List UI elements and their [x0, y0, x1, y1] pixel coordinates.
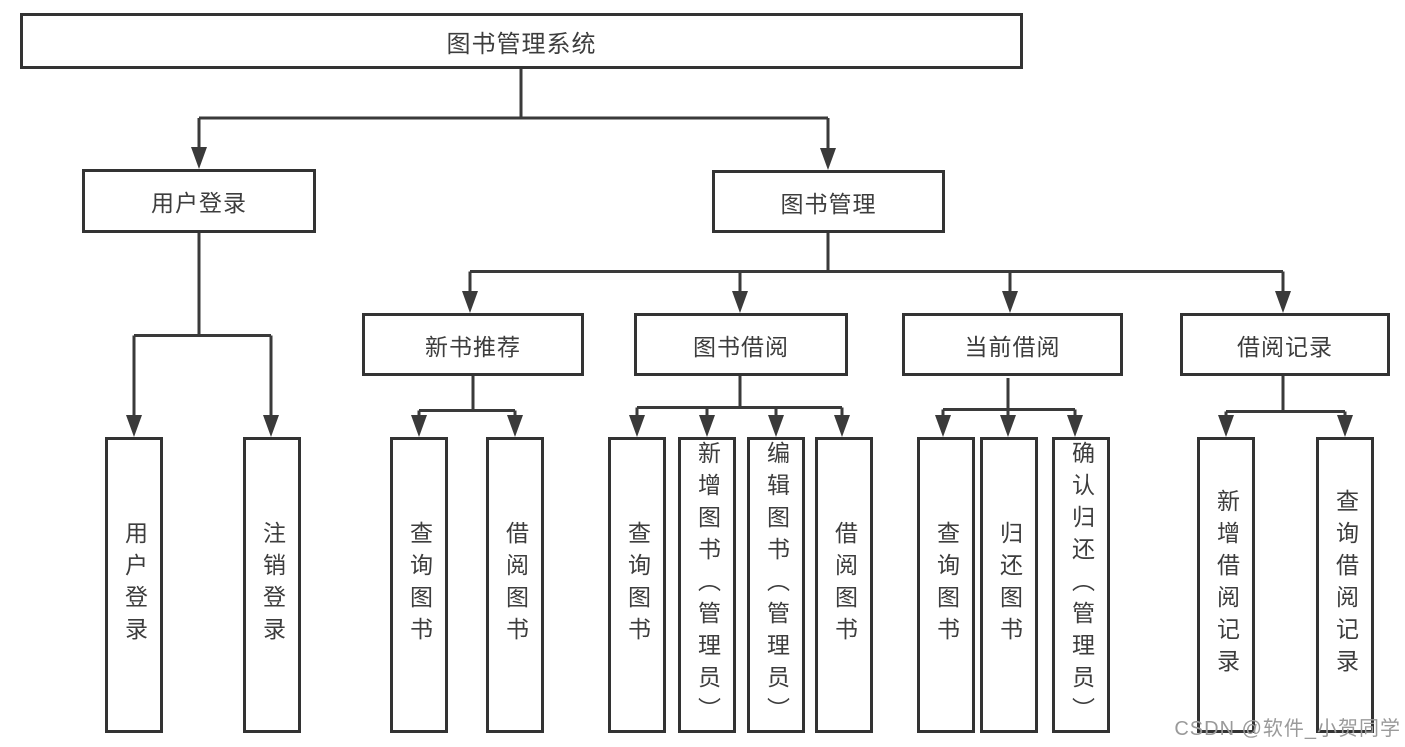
leaf-record-add-label: 新增借阅记录 [1213, 489, 1240, 681]
leaf-logout-label: 注销登录 [259, 521, 286, 649]
leaf-confirm-return-admin-label: 确认归还（管理员） [1068, 441, 1095, 729]
leaf-logout: 注销登录 [243, 437, 301, 733]
watermark: CSDN @软件_小贺同学 [1174, 718, 1401, 740]
leaf-return-book: 归还图书 [980, 437, 1038, 733]
node-book-management: 图书管理 [712, 170, 945, 233]
node-current-borrow-label: 当前借阅 [964, 333, 1061, 360]
node-current-borrow: 当前借阅 [902, 313, 1123, 376]
leaf-newbook-borrow: 借阅图书 [486, 437, 544, 733]
leaf-record-query: 查询借阅记录 [1316, 437, 1374, 733]
leaf-borrow-book: 借阅图书 [815, 437, 873, 733]
leaf-newbook-borrow-label: 借阅图书 [502, 521, 529, 649]
leaf-confirm-return-admin: 确认归还（管理员） [1052, 437, 1110, 733]
node-root-label: 图书管理系统 [446, 30, 597, 58]
leaf-current-query: 查询图书 [917, 437, 975, 733]
leaf-record-add: 新增借阅记录 [1197, 437, 1255, 733]
leaf-borrow-edit-admin: 编辑图书（管理员） [747, 437, 805, 733]
node-borrow-record-label: 借阅记录 [1237, 333, 1333, 360]
leaf-borrow-edit-admin-label: 编辑图书（管理员） [763, 441, 790, 729]
node-user-login: 用户登录 [82, 169, 316, 233]
leaf-current-query-label: 查询图书 [933, 521, 960, 649]
node-borrow-record: 借阅记录 [1180, 313, 1390, 376]
leaf-borrow-query-label: 查询图书 [624, 521, 651, 649]
node-root: 图书管理系统 [20, 13, 1023, 69]
leaf-newbook-query-label: 查询图书 [406, 521, 433, 649]
node-book-borrow: 图书借阅 [634, 313, 848, 376]
node-new-book-recommend-label: 新书推荐 [425, 333, 521, 360]
node-book-management-label: 图书管理 [780, 190, 877, 217]
leaf-borrow-query: 查询图书 [608, 437, 666, 733]
node-book-borrow-label: 图书借阅 [693, 333, 789, 360]
leaf-user-login: 用户登录 [105, 437, 163, 733]
leaf-borrow-add-admin-label: 新增图书（管理员） [694, 441, 721, 729]
leaf-return-book-label: 归还图书 [996, 521, 1023, 649]
leaf-borrow-book-label: 借阅图书 [831, 521, 858, 649]
node-new-book-recommend: 新书推荐 [362, 313, 584, 376]
leaf-user-login-label: 用户登录 [121, 521, 148, 649]
leaf-record-query-label: 查询借阅记录 [1332, 489, 1359, 681]
leaf-newbook-query: 查询图书 [390, 437, 448, 733]
leaf-borrow-add-admin: 新增图书（管理员） [678, 437, 736, 733]
node-user-login-label: 用户登录 [151, 190, 247, 216]
